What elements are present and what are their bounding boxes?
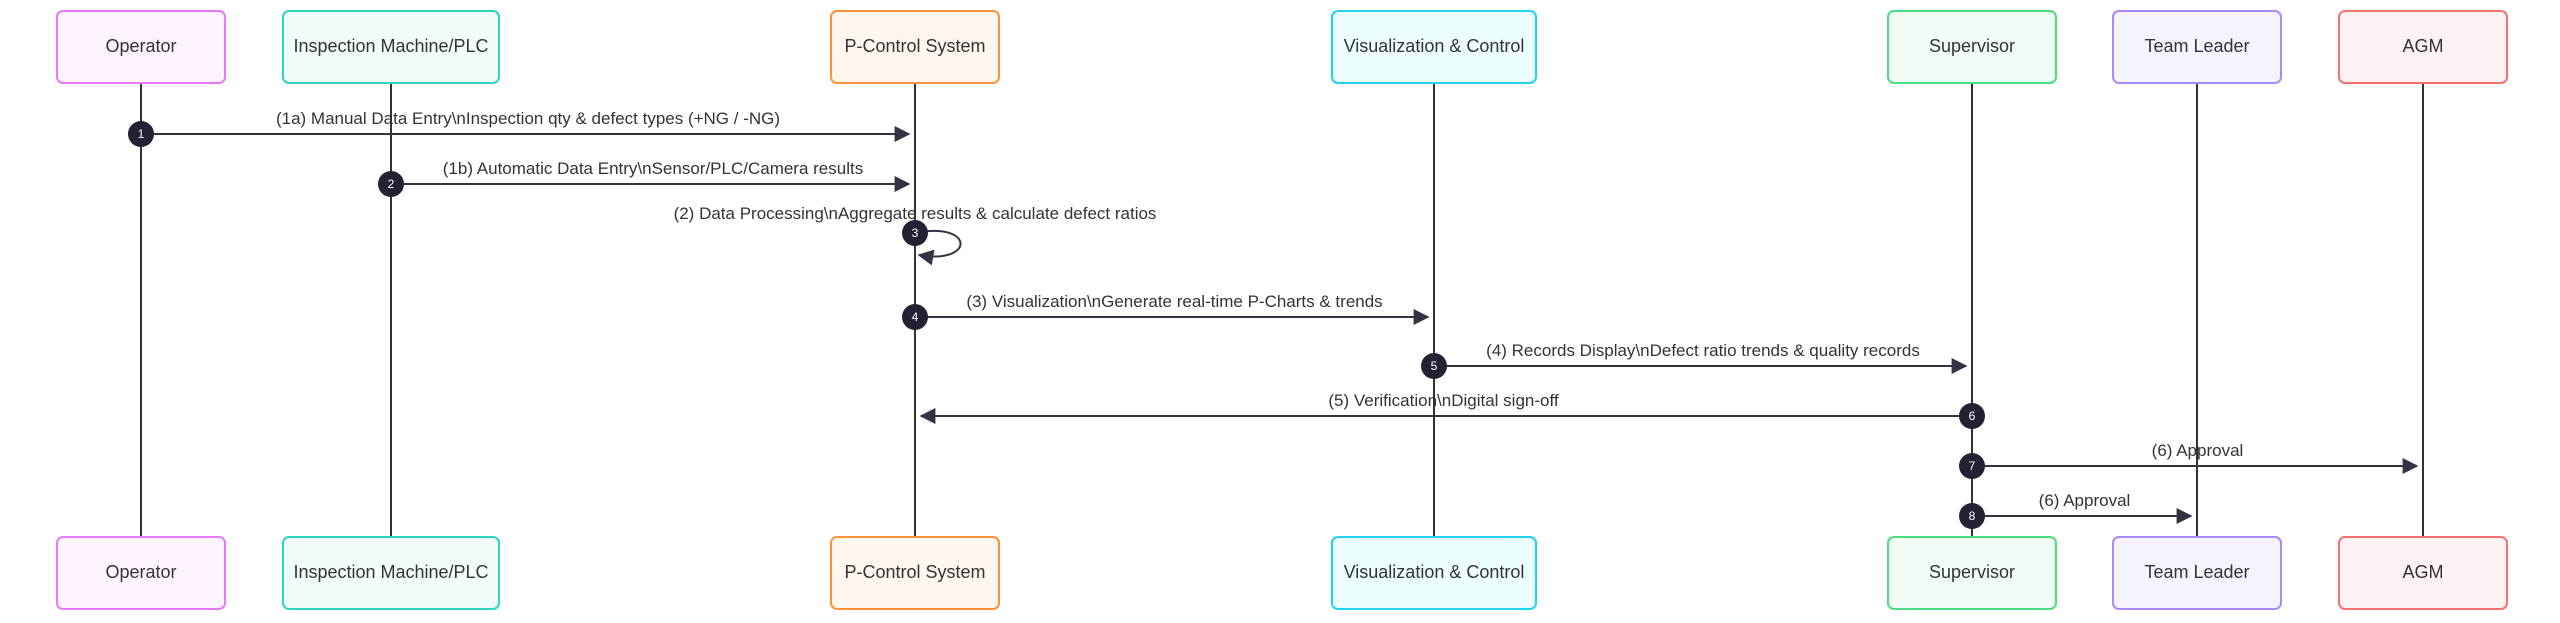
actor-teamleader-top: Team Leader [2112,10,2282,84]
actor-label: Team Leader [2144,36,2249,56]
actor-agm-top: AGM [2338,10,2508,84]
actor-box [2112,10,2282,84]
sequence-number: 2 [388,177,395,191]
actor-label: Inspection Machine/PLC [293,36,488,56]
actor-teamleader-bottom: Team Leader [2112,536,2282,610]
sequence-number: 7 [1969,459,1976,473]
actor-pcontrol-top: P-Control System [830,10,1000,84]
actor-box [2338,10,2508,84]
sequence-number: 4 [912,310,919,324]
actor-visualization-bottom: Visualization & Control [1331,536,1537,610]
sequence-number-badge [1959,503,1985,529]
actor-supervisor-bottom: Supervisor [1887,536,2057,610]
actor-label: Visualization & Control [1344,36,1525,56]
sequence-number-badge [1421,353,1447,379]
sequence-number-badge [902,220,928,246]
sequence-number: 3 [912,226,919,240]
actor-supervisor-top: Supervisor [1887,10,2057,84]
actor-pcontrol-bottom: P-Control System [830,536,1000,610]
actor-inspection-top: Inspection Machine/PLC [282,10,500,84]
actor-label: P-Control System [844,36,985,56]
message-5: (4) Records Display\nDefect ratio trends… [1421,341,1968,379]
actor-label: P-Control System [844,562,985,582]
sequence-number: 5 [1431,359,1438,373]
actor-box [1331,536,1537,610]
actor-box [56,536,226,610]
message-label: (2) Data Processing\nAggregate results &… [674,204,1157,223]
actor-operator-top: Operator [56,10,226,84]
message-label: (4) Records Display\nDefect ratio trends… [1486,341,1920,360]
actor-box [282,536,500,610]
message-2: (1b) Automatic Data Entry\nSensor/PLC/Ca… [378,159,911,197]
actor-label: AGM [2402,36,2443,56]
sequence-number: 6 [1969,409,1976,423]
actor-label: Operator [105,562,176,582]
actor-box [2112,536,2282,610]
message-3: (2) Data Processing\nAggregate results &… [674,204,1157,266]
sequence-number-badge [378,171,404,197]
sequence-number-badge [128,121,154,147]
actor-label: Team Leader [2144,562,2249,582]
actor-box [830,10,1000,84]
message-1: (1a) Manual Data Entry\nInspection qty &… [128,109,911,147]
actor-operator-bottom: Operator [56,536,226,610]
message-8: (6) Approval 8 [1959,491,2193,529]
actor-box [282,10,500,84]
sequence-number-badge [1959,403,1985,429]
message-label: (6) Approval [2152,441,2244,460]
actor-label: Visualization & Control [1344,562,1525,582]
sequence-number-badge [902,304,928,330]
message-4: (3) Visualization\nGenerate real-time P-… [902,292,1430,330]
actor-inspection-bottom: Inspection Machine/PLC [282,536,500,610]
actor-label: AGM [2402,562,2443,582]
actor-label: Supervisor [1929,562,2015,582]
actor-box [1887,10,2057,84]
actor-box [830,536,1000,610]
message-arrow [914,230,962,266]
message-label: (1b) Automatic Data Entry\nSensor/PLC/Ca… [443,159,863,178]
message-7: (6) Approval 7 [1959,441,2419,479]
actor-label: Inspection Machine/PLC [293,562,488,582]
actor-box [56,10,226,84]
actor-box [1331,10,1537,84]
message-label: (1a) Manual Data Entry\nInspection qty &… [276,109,780,128]
message-6: (5) Verification\nDigital sign-off 6 [919,391,1985,429]
message-label: (5) Verification\nDigital sign-off [1328,391,1559,410]
message-label: (3) Visualization\nGenerate real-time P-… [966,292,1382,311]
actor-label: Supervisor [1929,36,2015,56]
messages: (1a) Manual Data Entry\nInspection qty &… [128,109,2419,529]
sequence-number: 1 [138,127,145,141]
actor-label: Operator [105,36,176,56]
sequence-number: 8 [1969,509,1976,523]
sequence-number-badge [1959,453,1985,479]
actor-box [1887,536,2057,610]
message-label: (6) Approval [2039,491,2131,510]
actor-agm-bottom: AGM [2338,536,2508,610]
actor-box [2338,536,2508,610]
actor-visualization-top: Visualization & Control [1331,10,1537,84]
